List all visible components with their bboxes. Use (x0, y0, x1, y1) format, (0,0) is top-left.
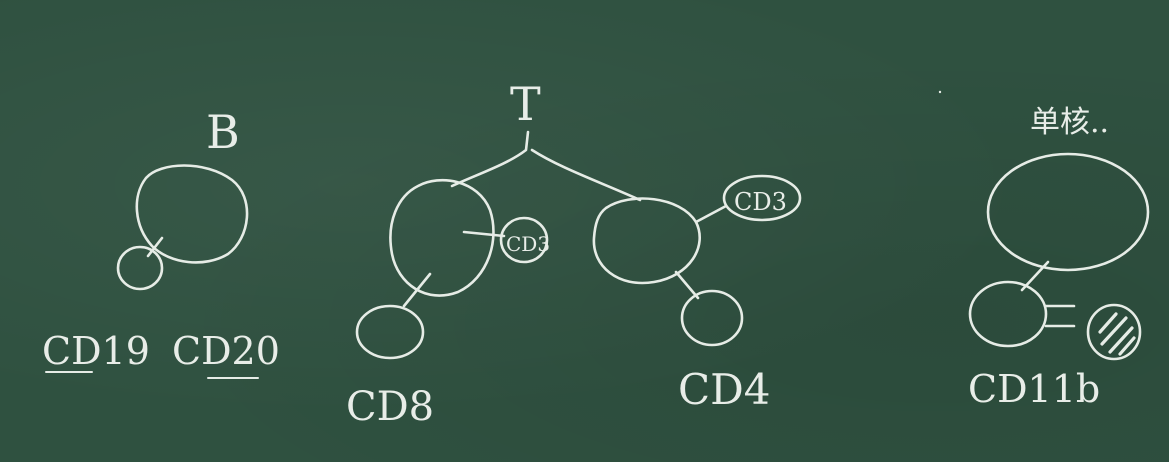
b-marker-cd20: CD20 (172, 329, 280, 373)
b-cell-group: B CD19 CD20 (42, 105, 280, 379)
t-left-cd8-connector (402, 272, 432, 308)
monocyte-binding-lines (1044, 304, 1076, 328)
t-branch-left-line (450, 130, 530, 188)
t-left-cd3-connector (462, 230, 506, 238)
t-cell-group: T CD3 CD8 CD3 CD4 (346, 77, 802, 430)
t-right-cd3-receptor (722, 174, 802, 222)
t-right-cd4-receptor (680, 289, 744, 347)
t-left-cd8-receptor (355, 304, 425, 360)
monocyte-group: 单核.. CD11b (968, 105, 1150, 411)
t-left-cd3-label: CD3 (506, 232, 550, 256)
monocyte-body (986, 152, 1150, 272)
t-right-cd3-connector (694, 204, 728, 224)
b-marker-cd19: CD19 (42, 329, 150, 373)
t-right-cd3-label: CD3 (734, 188, 787, 216)
t-right-cell-body (592, 197, 701, 285)
monocyte-ligand-hatching (1098, 312, 1136, 356)
t-cell-title: T (510, 77, 541, 131)
b-cell-title: B (206, 105, 240, 159)
t-branch-right-line (530, 148, 642, 202)
monocyte-cd11b-receptor (968, 280, 1048, 348)
monocyte-marker-cd11b: CD11b (968, 367, 1100, 411)
t-marker-cd4: CD4 (678, 365, 771, 414)
t-right-cd4-connector (674, 270, 700, 300)
monocyte-title: 单核.. (1030, 105, 1109, 140)
t-marker-cd8: CD8 (346, 384, 434, 430)
monocyte-ligand (1086, 303, 1142, 361)
b-cell-connector (146, 236, 164, 258)
b-cell-receptor (116, 245, 164, 291)
b-cell-body (135, 164, 249, 264)
chalk-speck (938, 90, 942, 94)
t-left-cd3-receptor (499, 216, 549, 264)
t-left-cell-body (389, 178, 495, 297)
